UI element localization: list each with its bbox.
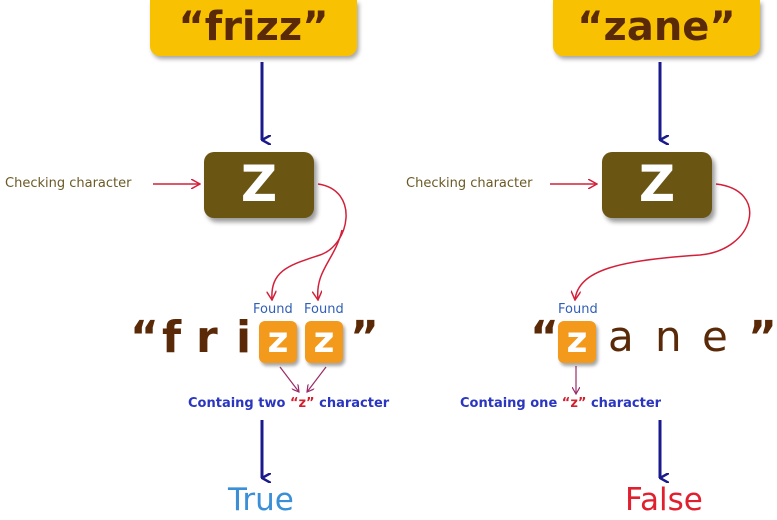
result-true: True	[228, 482, 294, 518]
summary-right: Containg one “z” character	[460, 396, 662, 411]
found-curve-left-1	[272, 183, 347, 300]
match-tile: z	[305, 321, 343, 363]
found-curve-left-2	[318, 229, 343, 300]
found-label: Found	[253, 302, 293, 317]
letter: i	[236, 312, 252, 363]
open-quote: “	[530, 312, 559, 363]
letter: f	[162, 312, 182, 363]
close-quote: ”	[350, 312, 379, 363]
close-quote: ”	[748, 312, 777, 363]
letter: n	[655, 312, 682, 361]
letter: a	[608, 312, 634, 361]
checking-label-left: Checking character	[5, 176, 132, 191]
input-string-left: “frizz”	[150, 0, 357, 56]
check-char-box-right: Z	[602, 152, 712, 218]
found-label: Found	[558, 302, 598, 317]
found-label: Found	[304, 302, 344, 317]
checking-label-right: Checking character	[406, 176, 533, 191]
open-quote: “	[130, 312, 159, 363]
check-char-box-left: Z	[204, 152, 314, 218]
letter: e	[702, 312, 728, 361]
result-false: False	[625, 482, 703, 518]
match-tile: z	[259, 321, 297, 363]
match-tile: z	[558, 321, 596, 363]
input-string-right: “zane”	[553, 0, 760, 56]
letter: r	[196, 312, 218, 363]
summary-left: Containg two “z” character	[188, 396, 390, 411]
found-curve-right	[575, 183, 751, 300]
